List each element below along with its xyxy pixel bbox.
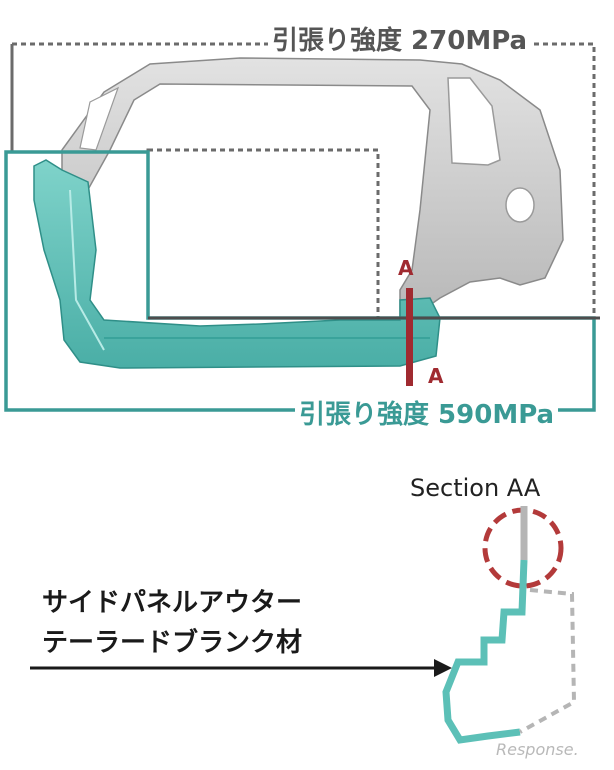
gray-panel-window-opening — [447, 77, 501, 166]
callout-line-2: テーラードブランク材 — [42, 628, 303, 658]
fuel-door-opening — [505, 187, 535, 223]
section-marker-a-bottom: A — [428, 364, 444, 388]
section-aa-title: Section AA — [410, 474, 541, 502]
callout-line-1: サイドパネルアウター — [42, 588, 303, 618]
callout-arrow-head — [434, 659, 452, 677]
teal-panel-lower — [33, 159, 441, 369]
section-marker-a-top: A — [398, 256, 414, 280]
section-profile-dashed — [519, 588, 577, 734]
section-line-aa — [406, 288, 413, 386]
response-watermark: Response. — [496, 740, 579, 759]
strength-270-label: 引張り強度 270MPa — [268, 28, 532, 54]
strength-590-label: 引張り強度 590MPa — [295, 402, 559, 428]
gray-panel-upper — [61, 57, 564, 317]
section-profile-teal — [442, 559, 528, 744]
gray-panel-pillar-opening — [79, 86, 120, 151]
